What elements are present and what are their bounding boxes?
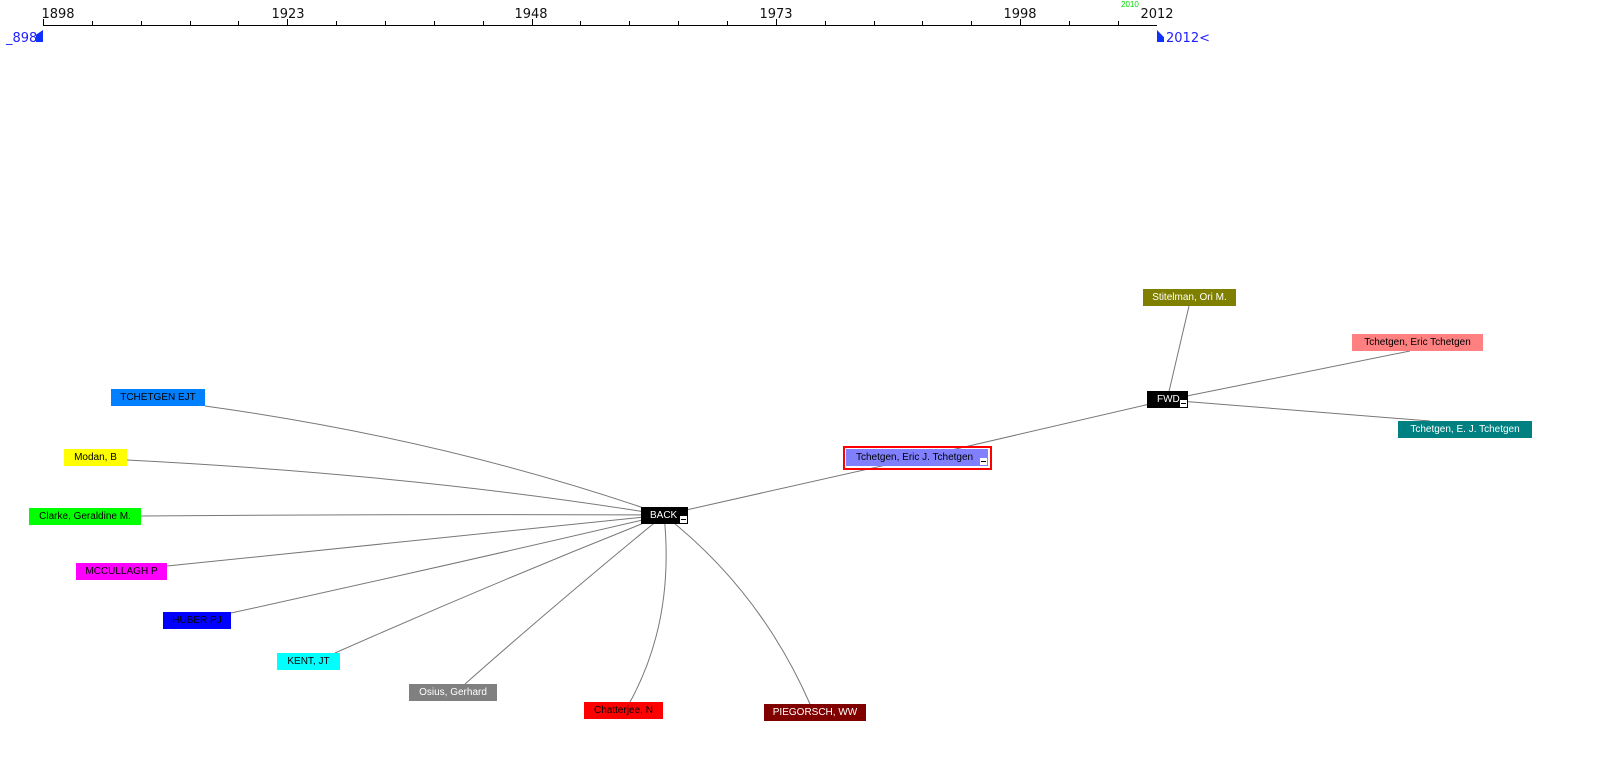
minor-tick — [190, 21, 191, 25]
minor-tick — [922, 21, 923, 25]
minor-tick — [825, 21, 826, 25]
major-tick — [1020, 19, 1021, 25]
timeline-axis — [43, 25, 1157, 26]
focus-author-label: Tchetgen, Eric J. Tchetgen — [856, 452, 974, 463]
minor-tick — [238, 21, 239, 25]
minor-tick — [580, 21, 581, 25]
year-label: 2012 — [1140, 7, 1174, 22]
edge — [204, 405, 665, 516]
edge — [464, 514, 665, 685]
edge — [629, 514, 667, 703]
back-hub-node[interactable]: BACK — [641, 507, 688, 524]
collapse-icon[interactable] — [680, 516, 687, 523]
edge — [916, 399, 1168, 459]
minor-tick — [483, 21, 484, 25]
edge — [230, 514, 665, 614]
back-hub-label: BACK — [650, 510, 678, 521]
focus-author-node[interactable]: Tchetgen, Eric J. Tchetgen — [846, 449, 988, 466]
range-end-handle[interactable] — [1157, 30, 1164, 42]
minor-tick — [141, 21, 142, 25]
edge — [166, 514, 665, 567]
edge — [1166, 399, 1431, 422]
author-node[interactable]: Tchetgen, E. J. Tchetgen — [1398, 421, 1532, 438]
minor-tick — [92, 21, 93, 25]
minor-tick — [874, 21, 875, 25]
author-node[interactable]: PIEGORSCH, WW — [764, 704, 866, 721]
timeline[interactable]: 1898 1923 1948 1973 1998 2012 2010 _898 … — [0, 0, 1603, 50]
minor-tick — [678, 21, 679, 25]
range-start-handle[interactable] — [36, 30, 43, 42]
minor-tick — [1069, 21, 1070, 25]
major-tick — [776, 19, 777, 25]
author-node[interactable]: Clarke, Geraldine M. — [29, 508, 141, 525]
minor-tick — [971, 21, 972, 25]
minor-tick — [1118, 21, 1119, 25]
author-node[interactable]: Chatterjee, N — [584, 702, 663, 719]
author-node[interactable]: MCCULLAGH P — [76, 563, 167, 580]
major-tick — [532, 19, 533, 25]
collapse-icon[interactable] — [980, 458, 987, 465]
edge — [140, 514, 665, 517]
range-start-label: _898 — [6, 31, 38, 46]
minor-tick — [727, 21, 728, 25]
selection-outline — [843, 446, 992, 470]
author-node[interactable]: Modan, B — [64, 449, 127, 466]
minor-tick — [385, 21, 386, 25]
minor-tick — [336, 21, 337, 25]
year-label: 1973 — [759, 7, 793, 22]
year-label: 1923 — [271, 7, 305, 22]
range-end-label: 2012< — [1166, 31, 1210, 46]
minor-tick — [434, 21, 435, 25]
author-node[interactable]: Stitelman, Ori M. — [1143, 289, 1236, 306]
edge — [663, 457, 918, 516]
edge — [663, 514, 811, 705]
major-tick — [287, 19, 288, 25]
fwd-hub-node[interactable]: FWD — [1147, 391, 1188, 408]
edge — [126, 459, 665, 516]
major-tick — [43, 19, 44, 25]
year-label: 1948 — [514, 7, 548, 22]
author-node[interactable]: Tchetgen, Eric Tchetgen — [1352, 334, 1483, 351]
year-label: 1898 — [41, 7, 75, 22]
author-node[interactable]: Osius, Gerhard — [409, 684, 497, 701]
edge — [1166, 350, 1411, 401]
edge — [1166, 305, 1190, 401]
highlight-year-label: 2010 — [1121, 0, 1139, 9]
year-label: 1998 — [1003, 7, 1037, 22]
edge — [334, 514, 665, 654]
author-node[interactable]: TCHETGEN EJT — [111, 389, 205, 406]
author-node[interactable]: KENT, JT — [277, 653, 340, 670]
fwd-hub-label: FWD — [1157, 394, 1180, 405]
minor-tick — [629, 21, 630, 25]
author-node[interactable]: HUBER PJ — [163, 612, 231, 629]
collapse-icon[interactable] — [1180, 400, 1187, 407]
